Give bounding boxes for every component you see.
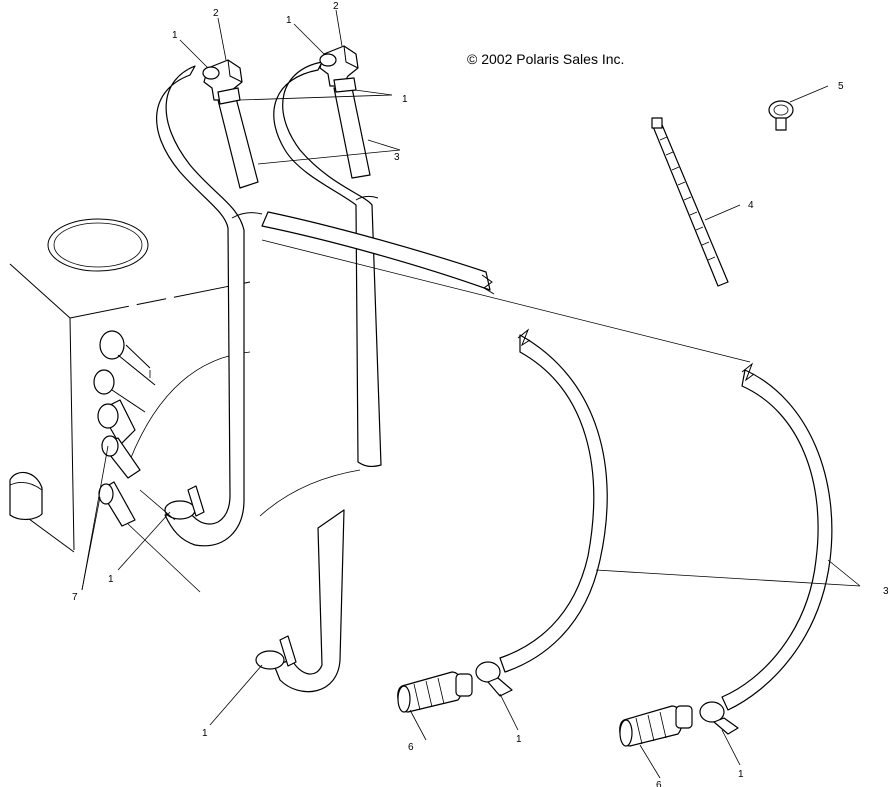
- cable-tie: [651, 117, 729, 287]
- tank-filler-opening: [47, 218, 149, 272]
- short-hose-left: [217, 97, 259, 189]
- short-hose-right: [333, 87, 371, 179]
- callout-1-short-hose: 1: [402, 94, 408, 105]
- callout-6-right: 6: [656, 780, 662, 787]
- inline-filter-left: [397, 671, 473, 713]
- callout-3-long-hose: 3: [883, 586, 889, 597]
- hose-b-lower: [273, 509, 345, 693]
- fitting-group: [93, 330, 201, 593]
- callout-7: 7: [72, 592, 78, 603]
- clamp-short-right: [333, 77, 357, 93]
- hose-long-right: [721, 369, 833, 711]
- callout-2-left: 2: [213, 8, 219, 19]
- hose-long-upper: [261, 211, 491, 291]
- callout-1-top-right: 1: [286, 15, 292, 26]
- callout-4: 4: [748, 200, 754, 211]
- hose-a: [156, 65, 263, 547]
- callout-1-right-end: 1: [738, 769, 744, 780]
- spare-clamp: [768, 100, 794, 131]
- clamp-elbow-left: [202, 66, 220, 80]
- leader-lines: [81, 9, 861, 779]
- callout-1-middle-end: 1: [516, 734, 522, 745]
- tank-vent-cap: [9, 471, 43, 520]
- clamp-middle-end: [475, 661, 513, 697]
- callout-1-top-left: 1: [172, 30, 178, 41]
- clamp-right-end: [699, 701, 739, 735]
- clamp-lower-hose: [255, 635, 297, 670]
- clamp-tank: [164, 485, 205, 520]
- hose-b: [273, 61, 382, 468]
- callout-3-short-hose: 3: [394, 152, 400, 163]
- callout-5: 5: [838, 81, 844, 92]
- inline-filter-right: [619, 705, 693, 747]
- copyright-text: © 2002 Polaris Sales Inc.: [467, 51, 624, 67]
- clamp-elbow-right: [319, 53, 337, 67]
- callout-6-left: 6: [408, 742, 414, 753]
- fuel-tank: [9, 218, 361, 553]
- hose-long-middle: [499, 334, 608, 673]
- callout-1-tank-clamp: 1: [108, 574, 114, 585]
- callout-2-right: 2: [333, 1, 339, 12]
- callout-1-lower-clamp: 1: [202, 728, 208, 739]
